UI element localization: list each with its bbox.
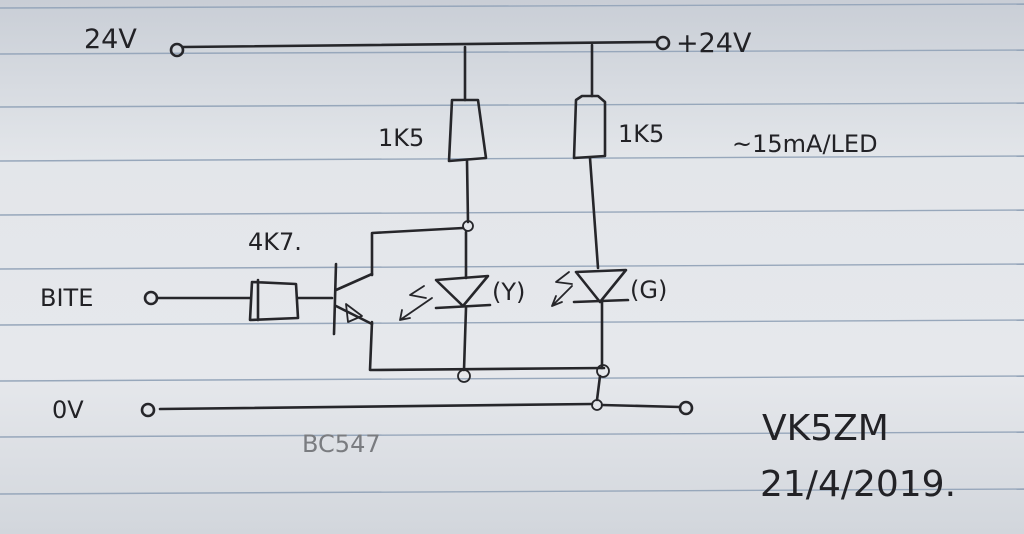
wire-r2-bottom: [588, 156, 600, 270]
wire-to-ground: [595, 374, 602, 402]
label-current-note: ~15mA/LED: [732, 130, 878, 158]
input-terminal: [143, 290, 159, 306]
resistor-1: [447, 98, 488, 163]
ground-left-terminal: [140, 402, 156, 418]
supply-rail: [181, 40, 659, 49]
supply-right-terminal: [655, 35, 671, 51]
led-green-bar: [572, 298, 630, 304]
led-yellow: [434, 274, 490, 308]
resistor-2: [572, 94, 607, 160]
label-supply-left: 24V: [84, 24, 137, 55]
wire-led1-bottom: [462, 306, 468, 372]
label-base-resistor: 4K7.: [248, 228, 302, 256]
ground-rail: [158, 402, 594, 411]
collector-wire: [370, 226, 465, 277]
label-author: VK5ZM: [762, 408, 889, 449]
emitter-wire: [368, 320, 606, 372]
transistor-base-bar: [332, 262, 338, 336]
led-yellow-arrows: [399, 285, 433, 321]
supply-left-terminal: [169, 42, 185, 58]
transistor-collector: [334, 272, 374, 292]
label-resistor-2: 1K5: [618, 120, 664, 148]
led-yellow-bar: [434, 303, 492, 310]
base-resistor: [248, 278, 300, 322]
label-resistor-1: 1K5: [378, 124, 424, 152]
led-green: [574, 268, 628, 304]
label-led-yellow: (Y): [492, 278, 525, 306]
label-input: BITE: [40, 284, 93, 312]
junction-ground: [591, 399, 603, 411]
transistor-emitter-arrow: [345, 303, 363, 323]
label-transistor: BC547: [302, 430, 381, 458]
wire-r1-bottom: [465, 159, 470, 224]
junction-collector: [462, 220, 474, 232]
transistor-emitter: [334, 304, 374, 326]
label-led-green: (G): [630, 276, 667, 304]
ground-rail-right: [600, 403, 682, 409]
label-supply-right: +24V: [676, 28, 752, 59]
ground-right-terminal: [678, 400, 694, 416]
junction-led1: [457, 369, 471, 383]
label-date: 21/4/2019.: [760, 464, 956, 505]
led-green-arrows: [551, 271, 573, 307]
label-ground: 0V: [52, 396, 84, 424]
junction-led2: [596, 364, 610, 378]
